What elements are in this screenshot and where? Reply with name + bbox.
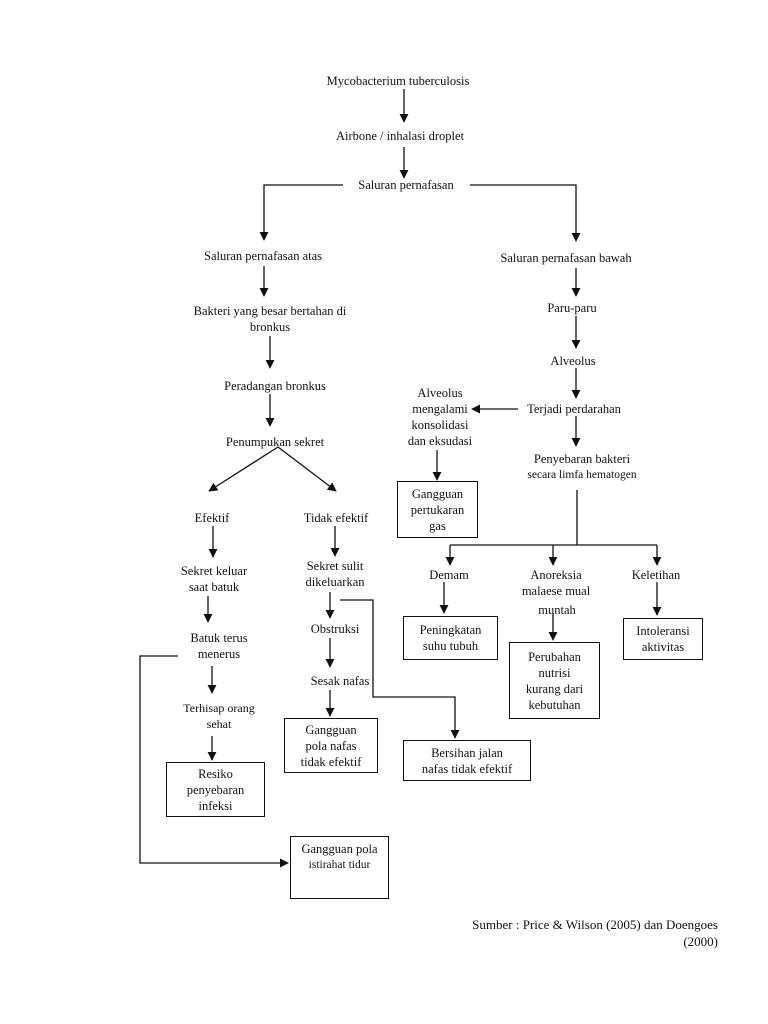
box-per-line1: Perubahan <box>528 649 581 664</box>
source-citation: Sumber : Price & Wilson (2005) dan Doeng… <box>472 916 718 950</box>
box-resiko-penyebaran: Resiko penyebaran infeksi <box>166 762 265 817</box>
arrow-batuk-istirahat <box>139 655 289 868</box>
box-per-line4: kebutuhan <box>528 697 581 712</box>
node-sekret-sulit-line1: Sekret sulit <box>306 559 364 573</box>
node-alveolus-konsolidasi: Alveolus mengalami konsolidasi dan eksud… <box>408 385 472 449</box>
box-per-line3: kurang dari <box>525 681 584 696</box>
node-sesak-nafas: Sesak nafas <box>310 674 370 688</box>
node-efektif: Efektif <box>194 511 230 525</box>
node-saluran-bawah: Saluran pernafasan bawah <box>500 251 632 265</box>
node-paru-paru: Paru-paru <box>547 301 597 315</box>
box-ber-line2: nafas tidak efektif <box>421 761 513 776</box>
box-ist-line1: Gangguan pola <box>301 842 378 856</box>
box-intoleransi-aktivitas: Intoleransi aktivitas <box>623 618 703 660</box>
node-mycobacterium: Mycobacterium tuberculosis <box>326 74 470 88</box>
node-penyebaran-line2: secara limfa hematogen <box>527 469 637 481</box>
box-gangguan-pertukaran-gas: Gangguan pertukaran gas <box>397 481 478 538</box>
node-alv-line4: dan eksudasi <box>407 434 473 448</box>
node-terhisap: Terhisap orang sehat <box>183 700 254 732</box>
node-peradangan: Peradangan bronkus <box>224 379 326 393</box>
node-bakteri-line1: Bakteri yang besar bertahan di <box>193 304 347 318</box>
box-ber-line1: Bersihan jalan <box>431 745 503 760</box>
arrow-sulit-bersihan <box>340 599 460 739</box>
box-perubahan-nutrisi: Perubahan nutrisi kurang dari kebutuhan <box>509 642 600 719</box>
box-gg-line1: Gangguan <box>411 486 464 501</box>
box-ist-line2: istirahat tidur <box>308 859 371 871</box>
arrow-saluran-atas <box>259 184 343 241</box>
box-gg-line2: pertukaran <box>410 502 465 517</box>
node-alv-line3: konsolidasi <box>411 418 469 432</box>
node-keletihan: Keletihan <box>631 568 681 582</box>
box-gangguan-istirahat: Gangguan pola istirahat tidur <box>290 836 389 899</box>
box-res-line3: infeksi <box>198 798 233 813</box>
node-bakteri-besar: Bakteri yang besar bertahan di bronkus <box>194 303 347 335</box>
box-gpn-line1: Gangguan <box>305 722 357 737</box>
node-tidak-efektif: Tidak efektif <box>303 511 369 525</box>
box-res-line1: Resiko <box>198 766 233 781</box>
node-sekret-keluar: Sekret keluar saat batuk <box>181 563 247 595</box>
box-pen-line1: Peningkatan <box>419 623 482 637</box>
node-penyebaran-line1: Penyebaran bakteri <box>533 452 631 466</box>
node-bakteri-line2: bronkus <box>249 320 291 334</box>
node-alv-line1: Alveolus <box>417 386 463 400</box>
box-pen-line2: suhu tubuh <box>422 639 479 653</box>
box-into-line2: aktivitas <box>641 640 685 654</box>
node-batuk-line1: Batuk terus <box>190 631 248 645</box>
box-peningkatan-suhu: Peningkatan suhu tubuh <box>403 616 498 660</box>
node-sekret-keluar-line1: Sekret keluar <box>180 564 248 578</box>
node-saluran-atas: Saluran pernafasan atas <box>204 249 322 263</box>
node-obstruksi: Obstruksi <box>310 622 360 636</box>
node-terjadi-perdarahan: Terjadi perdarahan <box>527 402 621 416</box>
box-into-line1: Intoleransi <box>636 624 690 638</box>
node-terhisap-line2: sehat <box>206 717 232 731</box>
box-per-line2: nutrisi <box>538 665 571 680</box>
source-line1: Sumber : Price & Wilson (2005) dan Doeng… <box>472 917 718 932</box>
node-demam: Demam <box>429 568 469 582</box>
arrow-penumpukan-efektif <box>208 446 279 492</box>
node-batuk-line2: menerus <box>197 647 241 661</box>
box-res-line2: penyebaran <box>186 782 245 797</box>
node-saluran-pernafasan: Saluran pernafasan <box>358 178 454 192</box>
source-line2: (2000) <box>683 934 718 949</box>
node-alveolus: Alveolus <box>550 354 596 368</box>
box-bersihan-jalan-nafas: Bersihan jalan nafas tidak efektif <box>403 740 531 781</box>
node-sekret-keluar-line2: saat batuk <box>188 580 240 594</box>
box-gangguan-pola-nafas: Gangguan pola nafas tidak efektif <box>284 718 378 773</box>
box-gpn-line2: pola nafas <box>305 738 357 753</box>
node-batuk-terus: Batuk terus menerus <box>190 630 247 662</box>
box-gpn-line3: tidak efektif <box>300 754 362 769</box>
arrow-penumpukan-tidak <box>277 446 337 492</box>
node-anoreksia: Anoreksia malaese mual <box>522 567 590 599</box>
node-muntah: muntah <box>538 603 576 617</box>
node-anoreksia-line1: Anoreksia <box>530 568 582 582</box>
node-alv-line2: mengalami <box>412 402 468 416</box>
box-gg-line3: gas <box>429 518 446 533</box>
node-sekret-sulit: Sekret sulit dikeluarkan <box>305 558 364 590</box>
node-sekret-sulit-line2: dikeluarkan <box>305 575 365 589</box>
node-terhisap-line1: Terhisap orang <box>183 701 255 715</box>
node-airbone: Airbone / inhalasi droplet <box>335 129 465 143</box>
node-anoreksia-line2: malaese mual <box>521 584 591 598</box>
node-penyebaran-bakteri: Penyebaran bakteri secara limfa hematoge… <box>527 451 636 483</box>
node-penumpukan-sekret: Penumpukan sekret <box>225 435 325 449</box>
arrow-saluran-bawah <box>470 184 581 242</box>
